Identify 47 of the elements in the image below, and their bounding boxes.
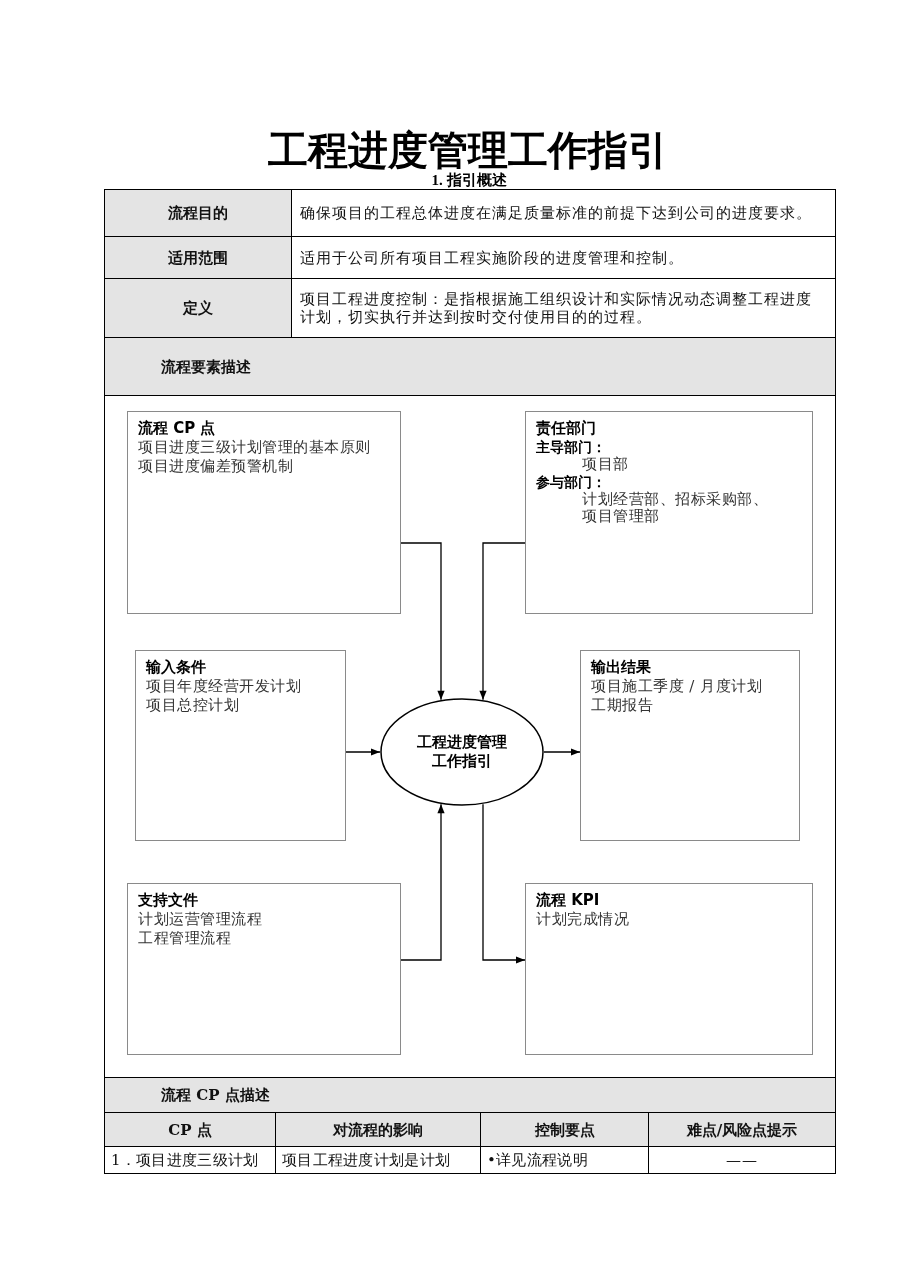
- table-header: 对流程的影响: [275, 1112, 481, 1147]
- page-title: 工程进度管理工作指引: [268, 128, 668, 173]
- table-cell: 1．项目进度三级计划: [104, 1146, 276, 1174]
- box-text: 计划运营管理流程: [138, 910, 262, 929]
- box-text: 项目部: [582, 456, 629, 473]
- box-subheading: 参与部门：: [536, 473, 606, 491]
- section-heading: 1. 指引概述: [431, 172, 507, 190]
- process-ellipse: [380, 698, 544, 806]
- info-box: [580, 650, 800, 841]
- table-cell: 确保项目的工程总体进度在满足质量标准的前提下达到公司的进度要求。: [291, 189, 836, 237]
- box-heading: 输入条件: [146, 658, 206, 677]
- box-heading: 流程 KPI: [536, 891, 600, 910]
- table-header: 定义: [104, 278, 292, 338]
- section-band: 流程 CP 点描述: [104, 1077, 836, 1113]
- box-heading: 流程 CP 点: [138, 419, 216, 438]
- table-header: 难点/风险点提示: [648, 1112, 836, 1147]
- box-text: 项目总控计划: [146, 696, 239, 715]
- table-header: 流程目的: [104, 189, 292, 237]
- arrow: [345, 748, 381, 756]
- info-box: [127, 411, 401, 614]
- box-heading: 责任部门: [536, 419, 596, 438]
- box-text: 计划经营部、招标采购部、项目管理部: [582, 491, 769, 525]
- box-heading: 输出结果: [591, 658, 651, 677]
- box-text: 项目施工季度 / 月度计划: [591, 677, 763, 696]
- info-box: [525, 883, 813, 1055]
- section-band: 流程要素描述: [104, 337, 836, 396]
- box-text: 工期报告: [591, 696, 653, 715]
- box-text: 工程管理流程: [138, 929, 231, 948]
- box-text: 项目进度偏差预警机制: [138, 457, 293, 476]
- box-text: 项目年度经营开发计划: [146, 677, 301, 696]
- info-box: [525, 411, 813, 614]
- arrow: [400, 803, 445, 961]
- arrow: [482, 803, 526, 964]
- arrow: [479, 542, 526, 701]
- table-cell: ——: [648, 1146, 836, 1174]
- arrow: [400, 542, 445, 701]
- info-box: [127, 883, 401, 1055]
- box-subheading: 主导部门：: [536, 438, 606, 456]
- arrow: [543, 748, 581, 756]
- ellipse-label: 工程进度管理工作指引: [416, 733, 508, 771]
- info-box: [135, 650, 346, 841]
- box-heading: 支持文件: [138, 891, 198, 910]
- table-header: CP 点: [104, 1112, 276, 1147]
- box-text: 项目进度三级计划管理的基本原则: [138, 438, 371, 457]
- table-header: 适用范围: [104, 236, 292, 279]
- box-text: 计划完成情况: [536, 910, 629, 929]
- table-header: 控制要点: [480, 1112, 649, 1147]
